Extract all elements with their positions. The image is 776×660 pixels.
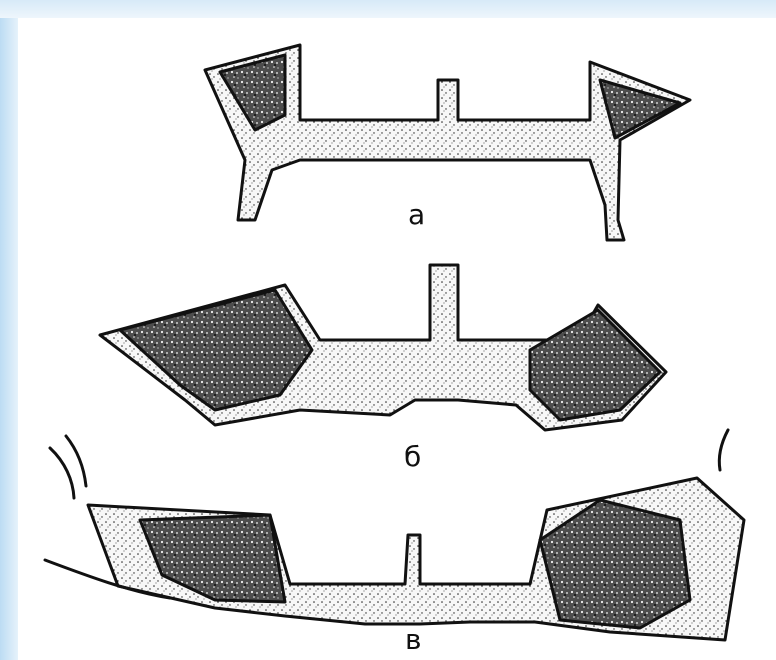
diagram-b-right-sinus <box>530 310 660 420</box>
diagram-a-label: а <box>408 198 425 231</box>
diagram-b-label: б <box>404 440 421 473</box>
diagram-a <box>205 45 690 240</box>
diagram-b <box>100 265 666 430</box>
diagram-c-label: в <box>405 623 422 656</box>
diagram-c-right-outline <box>719 430 728 470</box>
diagram-b-left-sinus <box>120 290 312 410</box>
diagram-c-left-outline-1 <box>50 448 74 498</box>
diagram-c <box>45 430 744 640</box>
